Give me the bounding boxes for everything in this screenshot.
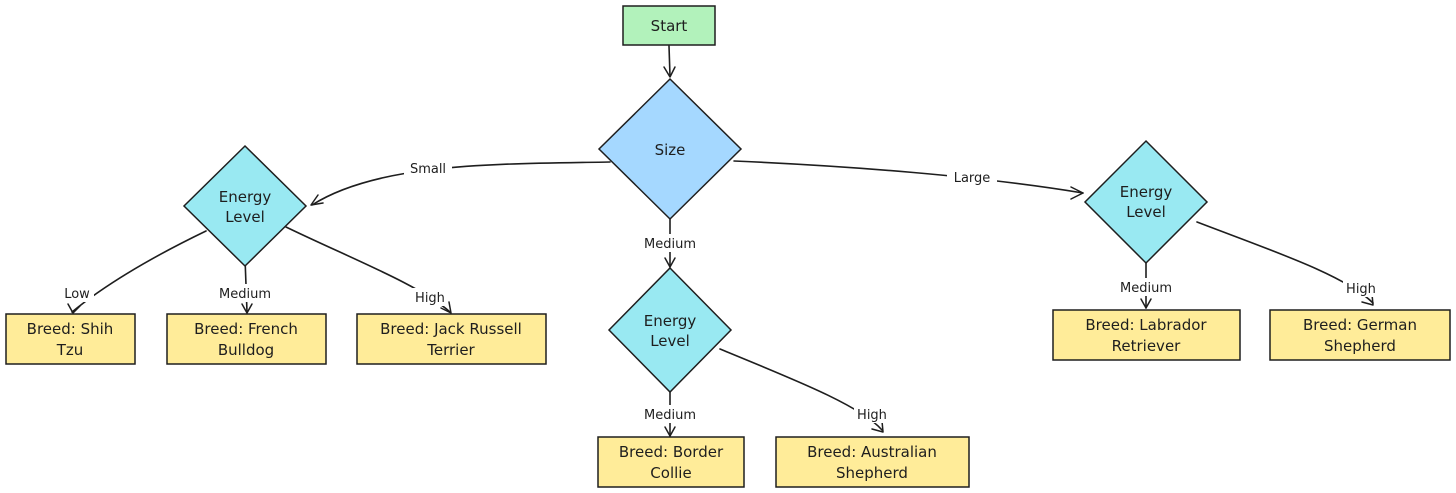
edge-labels: Small Large Medium Low Medium High Mediu… — [60, 159, 1379, 423]
breed-label-line1: Breed: German — [1303, 316, 1417, 334]
edge-label-low: Low — [64, 287, 90, 302]
breed-label-line1: Breed: Australian — [807, 443, 937, 461]
arrow-head — [663, 66, 676, 78]
edge-small-low — [71, 230, 207, 313]
breed-french-bulldog[interactable]: Breed: French Bulldog — [166, 313, 327, 365]
breed-label-line2: Shepherd — [836, 464, 908, 482]
breed-label-line1: Breed: Jack Russell — [380, 320, 522, 338]
energy-decision-large[interactable]: Energy Level — [1083, 139, 1209, 265]
edge-label-high: High — [857, 408, 887, 423]
breed-label-line2: Terrier — [426, 341, 475, 359]
breed-label-line2: Retriever — [1112, 337, 1182, 355]
breed-label-line1: Breed: French — [194, 320, 298, 338]
breed-australian-shepherd[interactable]: Breed: Australian Shepherd — [775, 436, 970, 488]
breed-label-line2: Bulldog — [218, 341, 274, 359]
energy-label-line1: Energy — [1120, 183, 1173, 201]
energy-label-line1: Energy — [644, 312, 697, 330]
breed-label-line2: Shepherd — [1324, 337, 1396, 355]
edge-label-large: Large — [954, 171, 991, 186]
edge-label-medium: Medium — [219, 287, 271, 302]
energy-label-line2: Level — [225, 208, 265, 226]
start-label: Start — [651, 17, 688, 35]
breed-border-collie[interactable]: Breed: Border Collie — [597, 436, 745, 488]
edge-label-high: High — [415, 291, 445, 306]
arrow-head — [241, 303, 253, 314]
breed-jack-russell-terrier[interactable]: Breed: Jack Russell Terrier — [356, 313, 547, 365]
breed-labrador-retriever[interactable]: Breed: Labrador Retriever — [1052, 309, 1241, 361]
edge-label-medium: Medium — [644, 237, 696, 252]
nodes: Start Size Energy Level Energy Level Ene… — [5, 5, 1451, 488]
edge-label-medium: Medium — [644, 408, 696, 423]
energy-decision-small[interactable]: Energy Level — [182, 144, 308, 268]
arrow-head — [310, 194, 324, 206]
energy-label-line2: Level — [650, 332, 690, 350]
edge-label-medium: Medium — [1120, 281, 1172, 296]
edge-size-small — [311, 161, 611, 206]
arrow-head — [871, 420, 884, 433]
breed-label-line1: Breed: Labrador — [1085, 316, 1207, 334]
breed-german-shepherd[interactable]: Breed: German Shepherd — [1269, 309, 1451, 361]
arrow-head — [1070, 186, 1084, 200]
energy-decision-medium[interactable]: Energy Level — [607, 266, 733, 394]
size-decision[interactable]: Size — [597, 77, 743, 221]
arrow-head — [664, 426, 676, 437]
breed-label-line2: Tzu — [56, 341, 84, 359]
breed-label-line2: Collie — [650, 464, 691, 482]
edge-size-large — [733, 160, 1084, 194]
arrow-head — [67, 303, 81, 314]
arrow-head — [440, 301, 452, 314]
energy-label-line2: Level — [1126, 203, 1166, 221]
edge-start-size — [668, 45, 671, 77]
size-label: Size — [655, 141, 686, 159]
energy-label-line1: Energy — [219, 188, 272, 206]
breed-shih-tzu[interactable]: Breed: Shih Tzu — [5, 313, 136, 365]
edge-label-small: Small — [410, 162, 446, 177]
start-node[interactable]: Start — [622, 5, 716, 46]
arrow-head — [1361, 293, 1374, 306]
breed-label-line1: Breed: Shih — [27, 320, 114, 338]
edge-label-high: High — [1346, 282, 1376, 297]
breed-label-line1: Breed: Border — [619, 443, 724, 461]
arrow-head — [1140, 298, 1152, 309]
